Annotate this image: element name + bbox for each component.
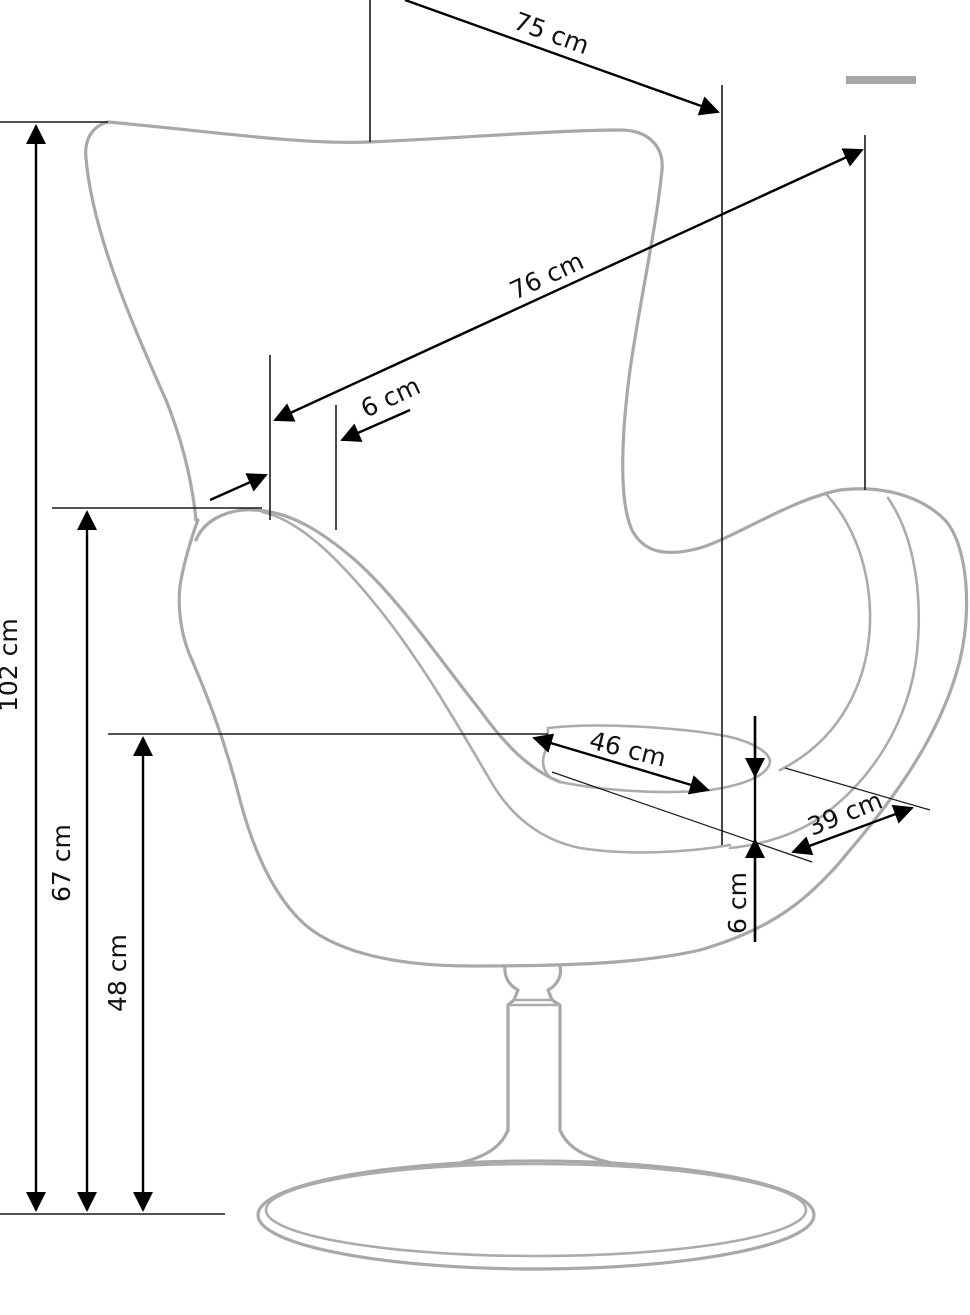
base-disc-outer xyxy=(256,1159,816,1271)
pedestal-collar xyxy=(506,998,562,1007)
dim-line-armrest-thickness-a xyxy=(340,408,411,442)
dimension-lines xyxy=(0,0,931,1215)
right-armrest-inner-2 xyxy=(728,496,921,850)
left-armrest-outline xyxy=(194,508,562,784)
label-armrest-height: 67 cm xyxy=(47,824,76,902)
label-seat-height: 48 cm xyxy=(103,934,132,1012)
pedestal-column xyxy=(503,964,563,1132)
legend-bar xyxy=(846,76,916,84)
label-depth-diagonal: 76 cm xyxy=(505,246,588,305)
dim-line-seat-depth xyxy=(532,733,710,795)
dim-line-armrest-thickness-b xyxy=(209,473,268,502)
dimension-labels: 75 cm 76 cm 6 cm 102 cm 67 cm 48 cm 46 c… xyxy=(0,6,886,1012)
label-total-height: 102 cm xyxy=(0,618,23,712)
base-cone xyxy=(458,1128,614,1165)
dim-line-seat-width xyxy=(791,804,914,856)
label-seat-thickness: 6 cm xyxy=(723,872,752,934)
base-disc-inner xyxy=(264,1162,808,1258)
dim-line-width-top xyxy=(404,0,720,116)
chair-outline xyxy=(84,120,969,1271)
backrest-outline xyxy=(84,120,969,968)
dim-line-depth-diagonal xyxy=(273,148,864,422)
right-armrest-inner-1 xyxy=(778,492,872,772)
inner-shell-outline xyxy=(260,510,732,854)
